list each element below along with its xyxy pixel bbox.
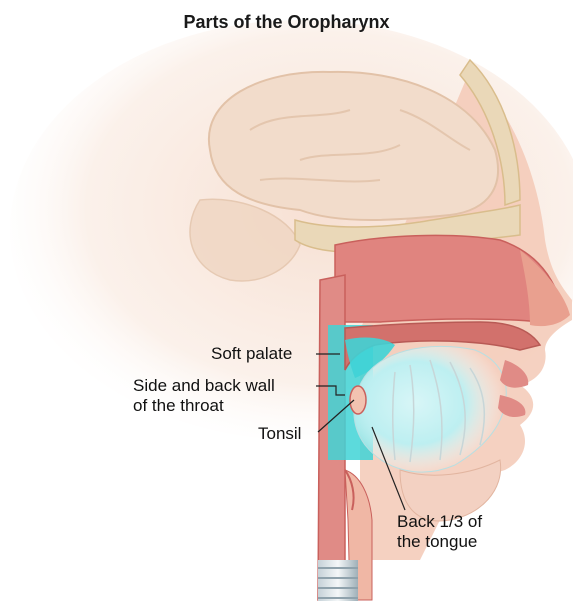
label-back-tongue-1: Back 1/3 of bbox=[397, 512, 482, 531]
label-back-tongue-2: the tongue bbox=[397, 532, 477, 551]
tonsil-shape bbox=[350, 386, 366, 414]
label-soft-palate: Soft palate bbox=[211, 344, 292, 363]
label-side-back-wall-1: Side and back wall bbox=[133, 376, 275, 395]
diagram-title: Parts of the Oropharynx bbox=[0, 12, 573, 33]
trachea bbox=[318, 560, 358, 601]
label-side-back-wall-2: of the throat bbox=[133, 396, 224, 415]
label-tonsil: Tonsil bbox=[258, 424, 301, 443]
